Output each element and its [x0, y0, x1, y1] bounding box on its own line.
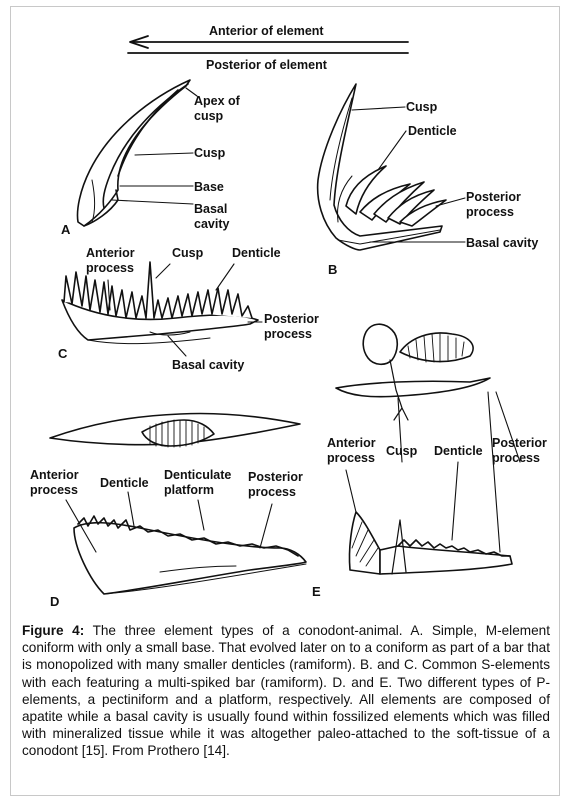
caption-text: The three element types of a conodont-an… — [22, 623, 550, 759]
anterior-axis-label: Anterior of element — [209, 24, 324, 38]
panel-letter-c: C — [58, 346, 68, 361]
e-posterior-process-label: Posterior process — [492, 436, 547, 465]
c-cusp-label: Cusp — [172, 246, 204, 260]
c-denticle-label: Denticle — [232, 246, 281, 260]
element-b-drawing — [316, 83, 447, 251]
c-posterior-process-label: Posterior process — [264, 312, 319, 341]
c-anterior-process-label: Anterior process — [86, 246, 135, 275]
d-denticle-label: Denticle — [100, 476, 149, 490]
element-b-leaders — [351, 106, 466, 243]
element-a-leaders — [111, 87, 198, 205]
e-anterior-process-label: Anterior process — [327, 436, 376, 465]
a-cusp-label: Cusp — [194, 146, 226, 160]
panel-letter-d: D — [50, 594, 60, 609]
panel-letter-b: B — [328, 262, 338, 277]
d-anterior-process-label: Anterior process — [30, 468, 79, 497]
d-platform-label: Denticulate platform — [164, 468, 232, 497]
orientation-arrows — [127, 35, 409, 54]
element-d-leaders — [65, 491, 273, 553]
d-posterior-process-label: Posterior process — [248, 470, 303, 499]
panel-letter-e: E — [312, 584, 321, 599]
element-e-drawing — [335, 323, 513, 575]
c-basal-cavity-label: Basal cavity — [172, 358, 245, 372]
b-denticle-label: Denticle — [408, 124, 457, 138]
b-posterior-process-label: Posterior process — [466, 190, 521, 219]
element-c-drawing — [61, 261, 259, 345]
posterior-axis-label: Posterior of element — [206, 58, 327, 72]
figure-frame — [10, 6, 560, 796]
a-apex-label: Apex of cusp — [194, 94, 240, 123]
b-basal-cavity-label: Basal cavity — [466, 236, 539, 250]
element-a-drawing — [76, 79, 191, 227]
figure-caption: Figure 4: The three element types of a c… — [22, 622, 550, 760]
a-basal-cavity-label: Basal cavity — [194, 202, 230, 231]
panel-letter-a: A — [61, 222, 71, 237]
element-d-drawing — [49, 412, 307, 595]
caption-figure-label: Figure 4: — [22, 623, 85, 638]
a-base-label: Base — [194, 180, 224, 194]
b-cusp-label: Cusp — [406, 100, 438, 114]
e-denticle-label: Denticle — [434, 444, 483, 458]
element-e-leaders — [345, 391, 521, 553]
e-cusp-label: Cusp — [386, 444, 418, 458]
element-c-leaders — [107, 263, 263, 357]
